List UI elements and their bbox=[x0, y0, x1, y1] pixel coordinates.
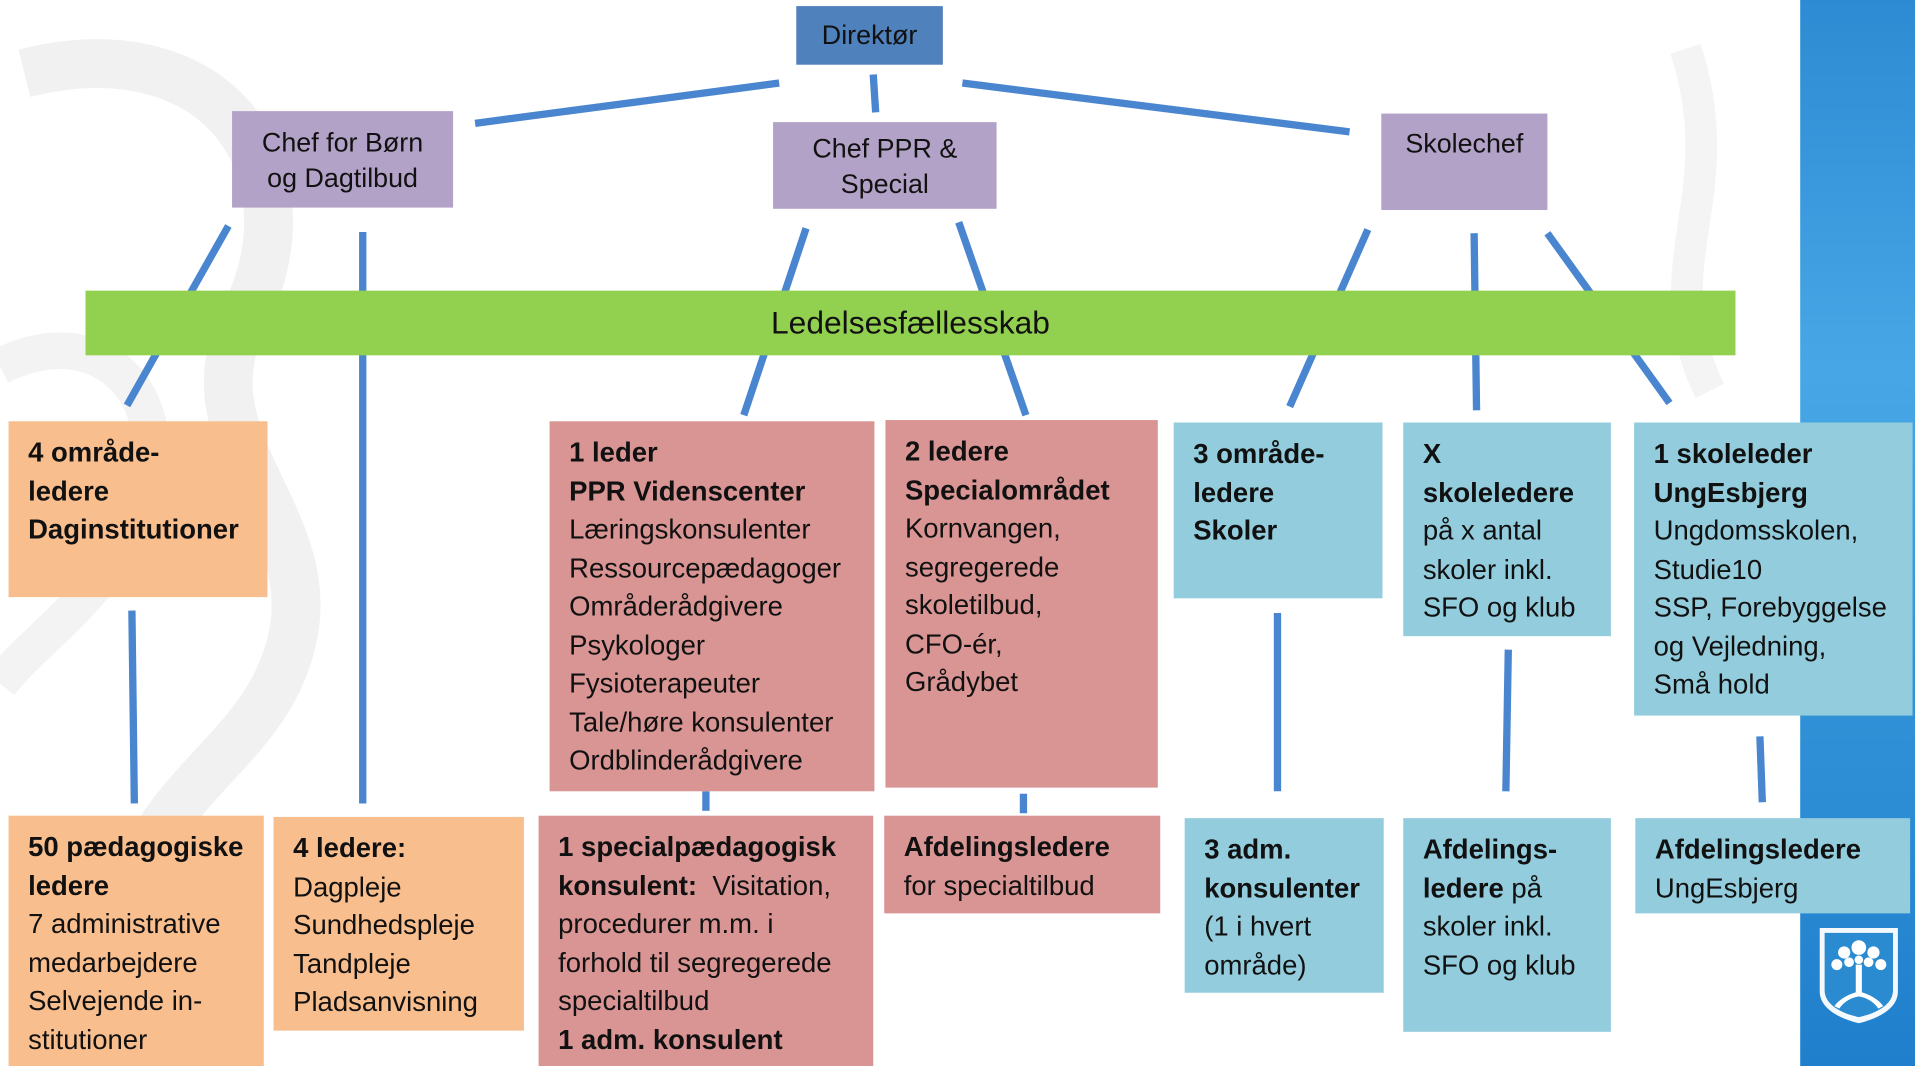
paed-bold-1: 50 pædagogiske bbox=[28, 831, 244, 863]
box-afdelingsledere-special: Afdelingsledere for specialtilbud bbox=[884, 815, 1161, 914]
box-ppr-videnscenter: 1 leder PPR Videnscenter Læringskonsulen… bbox=[549, 421, 875, 792]
skoleledere-bold-2: skoleledere bbox=[1422, 476, 1575, 508]
paed-item: stitutioner bbox=[28, 1023, 148, 1055]
special-item: skoletilbud, bbox=[904, 589, 1043, 621]
afd-skoler-line-2-bold: ledere bbox=[1422, 872, 1504, 904]
afd-ung-item: UngEsbjerg bbox=[1654, 872, 1799, 904]
ppr-item: Fysioterapeuter bbox=[569, 667, 761, 699]
chief-school-box: Skolechef bbox=[1381, 113, 1548, 211]
fire-item: Tandpleje bbox=[293, 948, 411, 979]
box-ungesbjerg-leder: 1 skoleleder UngEsbjerg Ungdomsskolen, S… bbox=[1634, 422, 1913, 716]
spec-konsulent-last: 1 adm. konsulent bbox=[558, 1023, 783, 1055]
ppr-bold-2: PPR Videnscenter bbox=[569, 475, 806, 507]
fire-item: Sundhedspleje bbox=[293, 909, 475, 941]
afd-skoler-line-2: ledere på bbox=[1423, 869, 1592, 907]
fire-item: Pladsanvisning bbox=[293, 986, 478, 1018]
ppr-item: Områderådgivere bbox=[569, 591, 783, 622]
special-item: segregerede bbox=[904, 551, 1060, 582]
paed-item: medarbejdere bbox=[28, 946, 198, 978]
ung-bold-1: 1 skoleleder bbox=[1653, 438, 1813, 469]
ppr-item: Ressourcepædagoger bbox=[569, 552, 842, 584]
spec-konsulent-line-2-rest: Visitation, bbox=[697, 870, 831, 901]
director-box: Direktør bbox=[796, 6, 943, 65]
skoler-line-1: 3 område- bbox=[1193, 438, 1325, 469]
box-afdelingsledere-skoler: Afdelings- ledere på skoler inkl. SFO og… bbox=[1403, 818, 1611, 1032]
spec-konsulent-line-1: 1 specialpædagogisk bbox=[558, 831, 837, 863]
tree-logo-icon bbox=[1819, 928, 1898, 1024]
afd-ung-bold: Afdelingsledere bbox=[1654, 834, 1862, 865]
chief-school-line-1: Skolechef bbox=[1405, 128, 1524, 159]
box-fire-ledere: 4 ledere: Dagpleje Sundhedspleje Tandple… bbox=[273, 816, 524, 1031]
afd-skoler-line-2-rest: på bbox=[1503, 872, 1542, 904]
skoleledere-bold-1: X bbox=[1422, 438, 1442, 469]
ung-bold-2: UngEsbjerg bbox=[1653, 476, 1808, 508]
director-label: Direktør bbox=[821, 19, 918, 51]
ppr-item: Tale/høre konsulenter bbox=[569, 706, 834, 737]
box-specialpaedagogisk-konsulent: 1 specialpædagogisk konsulent: Visitatio… bbox=[538, 815, 874, 1066]
spec-konsulent-item: procedurer m.m. i bbox=[558, 908, 774, 940]
spec-konsulent-line-2-bold: konsulent: bbox=[558, 870, 698, 901]
ledelsesfaellesskab-bar: Ledelsesfællesskab bbox=[85, 290, 1736, 356]
box-omraadeledere-skoler: 3 område- ledere Skoler bbox=[1173, 422, 1383, 599]
fire-bold-1: 4 ledere: bbox=[293, 832, 407, 864]
paed-item: Selvejende in- bbox=[28, 985, 203, 1016]
ppr-bold-1: 1 leder bbox=[569, 437, 658, 468]
special-item: Grådybet bbox=[904, 666, 1019, 698]
adm-item: område) bbox=[1204, 949, 1307, 980]
omraade-dag-line-1: 4 område- bbox=[28, 437, 160, 468]
ung-item: Ungdomsskolen, bbox=[1653, 515, 1859, 546]
chief-ppr-box: Chef PPR & Special bbox=[773, 122, 997, 209]
spec-konsulent-item: specialtilbud bbox=[558, 985, 710, 1016]
fire-item: Dagpleje bbox=[293, 871, 402, 902]
box-afdelingsledere-ungesbjerg: Afdelingsledere UngEsbjerg bbox=[1635, 818, 1911, 914]
box-skoleledere: X skoleledere på x antal skoler inkl. SF… bbox=[1403, 422, 1611, 637]
box-adm-konsulenter: 3 adm. konsulenter (1 i hvert område) bbox=[1184, 818, 1384, 993]
ung-item: Studie10 bbox=[1653, 553, 1763, 585]
spec-konsulent-item: forhold til segregerede bbox=[558, 946, 832, 978]
box-omraadeledere-daginstitutioner: 4 område- ledere Daginstitutioner bbox=[8, 421, 268, 598]
special-bold-1: 2 ledere bbox=[904, 435, 1009, 467]
ung-item: Små hold bbox=[1653, 669, 1770, 700]
skoleledere-item: på x antal bbox=[1422, 515, 1542, 546]
ung-item: SSP, Forebyggelse bbox=[1653, 592, 1887, 623]
omraade-dag-line-2: ledere bbox=[28, 475, 110, 507]
ppr-item: Psykologer bbox=[569, 629, 706, 661]
afd-skoler-item: SFO og klub bbox=[1422, 949, 1576, 980]
omraade-dag-line-3: Daginstitutioner bbox=[28, 514, 239, 545]
chief-children-line-2: og Dagtilbud bbox=[267, 161, 419, 193]
chief-ppr-line-1: Chef PPR & bbox=[812, 132, 958, 164]
special-bold-2: Specialområdet bbox=[904, 474, 1110, 505]
afd-special-item: for specialtilbud bbox=[903, 870, 1095, 901]
afd-skoler-line-1: Afdelings- bbox=[1422, 834, 1558, 865]
adm-bold-2: konsulenter bbox=[1204, 872, 1360, 904]
ppr-item: Læringskonsulenter bbox=[569, 514, 811, 545]
adm-bold-1: 3 adm. bbox=[1204, 834, 1292, 865]
ung-item: og Vejledning, bbox=[1653, 630, 1827, 662]
adm-item: (1 i hvert bbox=[1204, 910, 1312, 942]
ledelsesfaellesskab-label: Ledelsesfællesskab bbox=[771, 303, 1050, 341]
box-specialomraadet: 2 ledere Specialområdet Kornvangen, segr… bbox=[885, 420, 1158, 788]
skoleledere-item: SFO og klub bbox=[1422, 592, 1576, 623]
special-item: CFO-ér, bbox=[904, 628, 1003, 659]
spec-konsulent-line-2: konsulent: Visitation, bbox=[558, 866, 854, 904]
chief-ppr-line-2: Special bbox=[840, 167, 929, 199]
ppr-item: Ordblinderådgivere bbox=[569, 744, 803, 776]
chief-children-box: Chef for Børn og Dagtilbud bbox=[232, 111, 454, 208]
skoleledere-item: skoler inkl. bbox=[1422, 553, 1553, 585]
skoler-line-3: Skoler bbox=[1193, 515, 1278, 546]
paed-item: 7 administrative bbox=[28, 908, 221, 940]
paed-bold-2: ledere bbox=[28, 870, 110, 901]
special-item: Kornvangen, bbox=[904, 512, 1061, 544]
afd-special-bold: Afdelingsledere bbox=[903, 831, 1110, 863]
afd-skoler-item: skoler inkl. bbox=[1422, 910, 1553, 942]
skoler-line-2: ledere bbox=[1193, 476, 1275, 508]
box-paedagogiske-ledere: 50 pædagogiske ledere 7 administrative m… bbox=[8, 815, 264, 1066]
chief-children-line-1: Chef for Børn bbox=[261, 126, 424, 157]
